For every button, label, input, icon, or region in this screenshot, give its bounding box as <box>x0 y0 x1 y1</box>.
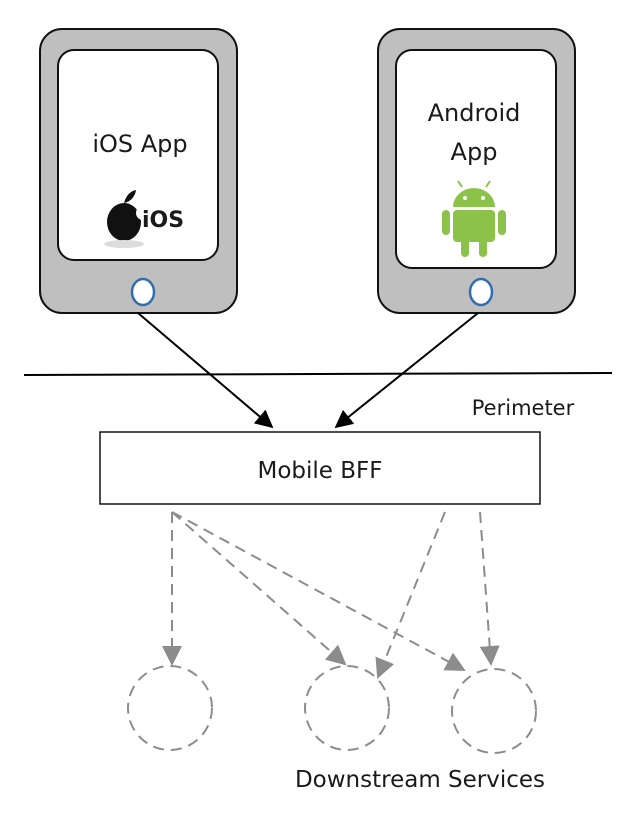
perimeter-line <box>23 372 613 376</box>
bff-to-service-2-arrow-b <box>375 511 446 679</box>
ios-app-title: iOS App <box>92 130 187 158</box>
android-home-button <box>468 277 494 307</box>
downstream-services-label: Downstream Services <box>295 767 545 793</box>
downstream-services <box>127 665 537 754</box>
android-robot-icon <box>442 180 506 257</box>
mobile-bff-box <box>99 431 541 505</box>
service-node-3 <box>451 668 537 754</box>
android-device: Android App <box>377 28 576 314</box>
ios-device: iOS App iOS <box>39 28 238 314</box>
ios-to-bff-arrow <box>137 312 274 429</box>
mobile-bff-label: Mobile BFF <box>258 458 383 484</box>
android-app-title-line2: App <box>451 138 498 166</box>
service-node-1 <box>127 665 213 751</box>
apple-icon <box>104 190 150 248</box>
bff-to-service-2-arrow-a <box>171 511 347 666</box>
ios-device-screen <box>57 49 219 261</box>
ios-logo-text: iOS <box>142 208 184 233</box>
perimeter-label: Perimeter <box>472 396 575 420</box>
android-app-title-line1: Android <box>428 99 521 127</box>
bff-to-service-3-arrow-a <box>171 511 466 671</box>
ios-home-button <box>130 277 156 307</box>
android-device-screen <box>395 49 557 269</box>
android-to-bff-arrow <box>334 312 479 429</box>
bff-to-service-3-arrow-b <box>479 511 500 666</box>
service-node-2 <box>304 665 390 751</box>
downstream-arrows <box>162 511 500 679</box>
